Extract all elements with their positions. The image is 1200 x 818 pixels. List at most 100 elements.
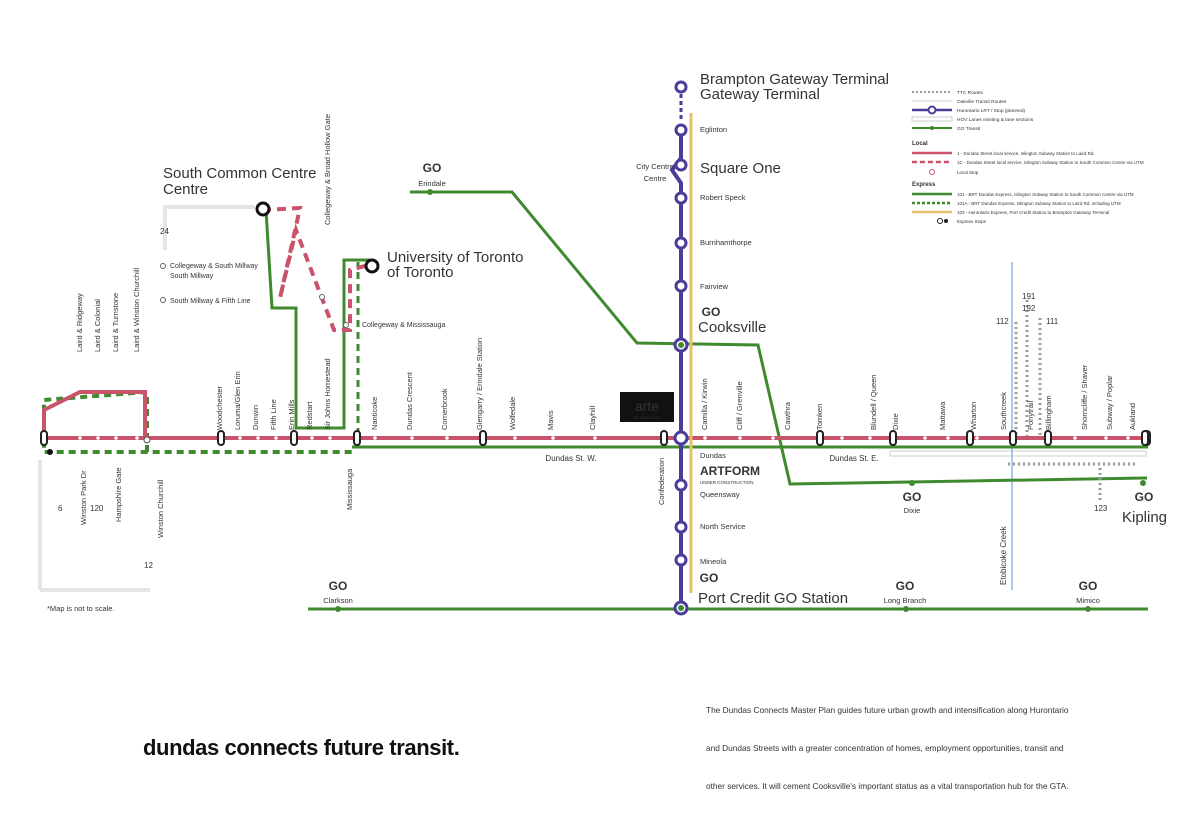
route-number: 192 <box>1022 304 1036 313</box>
route-number: 120 <box>90 504 104 513</box>
express-stop <box>353 430 361 446</box>
label-dundas-west-stop: Glengarry / Erindale Station <box>475 338 484 430</box>
label-utm-stop-line2: South Millway <box>170 273 214 280</box>
arte-logo-sub: RESIDENCES <box>634 415 660 420</box>
local-stop <box>593 436 597 440</box>
express-stop <box>217 430 225 446</box>
go-logo: GO <box>1135 490 1154 504</box>
local-stop <box>738 436 742 440</box>
lrt-stop <box>674 553 688 567</box>
local-stop <box>78 436 82 440</box>
local-1c-line <box>261 205 373 332</box>
page-title: dundas connects future transit. <box>143 735 460 760</box>
lrt-stop <box>674 520 688 534</box>
local-stop <box>410 436 414 440</box>
lrt-stop <box>674 236 688 250</box>
go-logo: GO <box>700 571 719 585</box>
legend-lrt: Hurontario LRT / Stop (planned) <box>957 108 1025 114</box>
label-dundas-west-stop: Dunwin <box>251 405 260 430</box>
label-uoft-line2: of Toronto <box>387 264 453 281</box>
label-utm-stop: Collegeway & South Millway <box>170 263 258 270</box>
legend-local1c: 1C - Dundas Street local service, Isling… <box>957 160 1144 165</box>
label-hurontario-stop: Eglinton <box>700 125 727 134</box>
label-city-centre-line2: Centre <box>644 174 667 183</box>
terminal-uoft <box>364 258 380 274</box>
label-utm-stop: Collegeway & Mississauga <box>362 322 445 329</box>
label-go-dixie: Dixie <box>904 506 921 515</box>
local-stop <box>923 436 927 440</box>
label-dundas-west-stop: Wolfedale <box>508 397 517 430</box>
lrt-stop <box>674 279 688 293</box>
local-stop <box>274 436 278 440</box>
artform-logo-sub: UNDER CONSTRUCTION <box>700 480 754 485</box>
label-dundas-east-stop: Subway / Poplar <box>1105 375 1114 430</box>
go-logo: GO <box>903 490 922 504</box>
label-dundas-west-stop: Laird & Ridgeway <box>75 293 84 352</box>
transit-lines <box>42 87 1148 611</box>
label-dundas-west-stop: Mavis <box>546 410 555 430</box>
label-dundas-east-stop: Dixie <box>891 413 900 430</box>
local-stop <box>310 436 314 440</box>
label-dundas-west-stop: Clayhill <box>588 405 597 430</box>
express-stop <box>290 430 298 446</box>
go-station-dot <box>903 606 909 612</box>
label-dundas-west-stop: Sir Johns Homestead <box>323 358 332 430</box>
label-dundas-east-stop: Southcreek <box>999 392 1008 430</box>
express-stop <box>966 430 974 446</box>
legend-exp101a: 101A - BRT Dundas Express, Islington Sub… <box>957 201 1121 206</box>
label-hurontario-stop: Burnhamthorpe <box>700 238 752 247</box>
express-stop <box>660 430 668 446</box>
legend-hov: HOV Lanes existing & lane sections <box>957 117 1034 123</box>
go-logo: GO <box>423 161 442 175</box>
label-go-erindale: Erindale <box>418 179 446 188</box>
local-stop <box>1104 436 1108 440</box>
label-dundas-west-stop: Mississauga <box>345 468 354 510</box>
local-stop <box>328 436 332 440</box>
local-stop <box>840 436 844 440</box>
label-dundas-east-stop: Blundell / Queen <box>869 375 878 430</box>
label-dundas-west-stop: Loruma/Glen Erin <box>233 371 242 430</box>
go-station-dot <box>335 606 341 612</box>
legend-swatch-hov <box>911 116 953 122</box>
express-stop <box>479 430 487 446</box>
legend-swatch-exp-stop <box>937 218 943 224</box>
lrt-stop <box>674 158 688 172</box>
label-dundas-west-stop: Fifth Line <box>269 399 278 430</box>
street-collegeway <box>163 205 255 250</box>
label-south-common-line2: Centre <box>163 181 208 198</box>
local-stop <box>703 436 707 440</box>
label-square-one: Square One <box>700 160 781 177</box>
utm-local-stop <box>160 263 166 269</box>
hov-lane <box>889 450 1147 457</box>
local-stop <box>513 436 517 440</box>
express-stop-dark <box>47 449 53 455</box>
express-stop <box>816 430 824 446</box>
express-stop <box>1009 430 1017 446</box>
label-dundas-west-stop: Laird & Colonial <box>93 299 102 352</box>
go-logo: GO <box>329 579 348 593</box>
legend-ttc: TTC Routes <box>957 90 983 96</box>
label-brampton-line2: Gateway Terminal <box>700 86 820 103</box>
description-line: other services. It will cement Cooksvill… <box>706 781 1069 791</box>
express-stop <box>889 430 897 446</box>
express-stop <box>1044 430 1052 446</box>
label-winston-park: Winston Park Dr <box>79 470 88 525</box>
go-stop-port-credit <box>678 605 684 611</box>
go-logo: GO <box>702 305 721 319</box>
local-stop <box>975 436 979 440</box>
artform-logo: ARTFORM <box>700 464 760 478</box>
express-stop <box>1141 430 1149 446</box>
label-port-credit: Port Credit GO Station <box>698 590 848 607</box>
label-etobicoke-creek: Etobicoke Creek <box>999 525 1008 585</box>
go-logo: GO <box>896 579 915 593</box>
stop-markers <box>40 80 1151 616</box>
map-note: *Map is not to scale. <box>47 604 115 613</box>
local-1-laird-loop <box>42 390 147 438</box>
lrt-stop <box>674 478 688 492</box>
legend-express-heading: Express <box>912 182 936 188</box>
label-dundas-e: Dundas St. E. <box>829 454 878 463</box>
legend-go: GO Transit <box>957 126 981 132</box>
legend-swatch-lrt-stop <box>927 105 937 115</box>
